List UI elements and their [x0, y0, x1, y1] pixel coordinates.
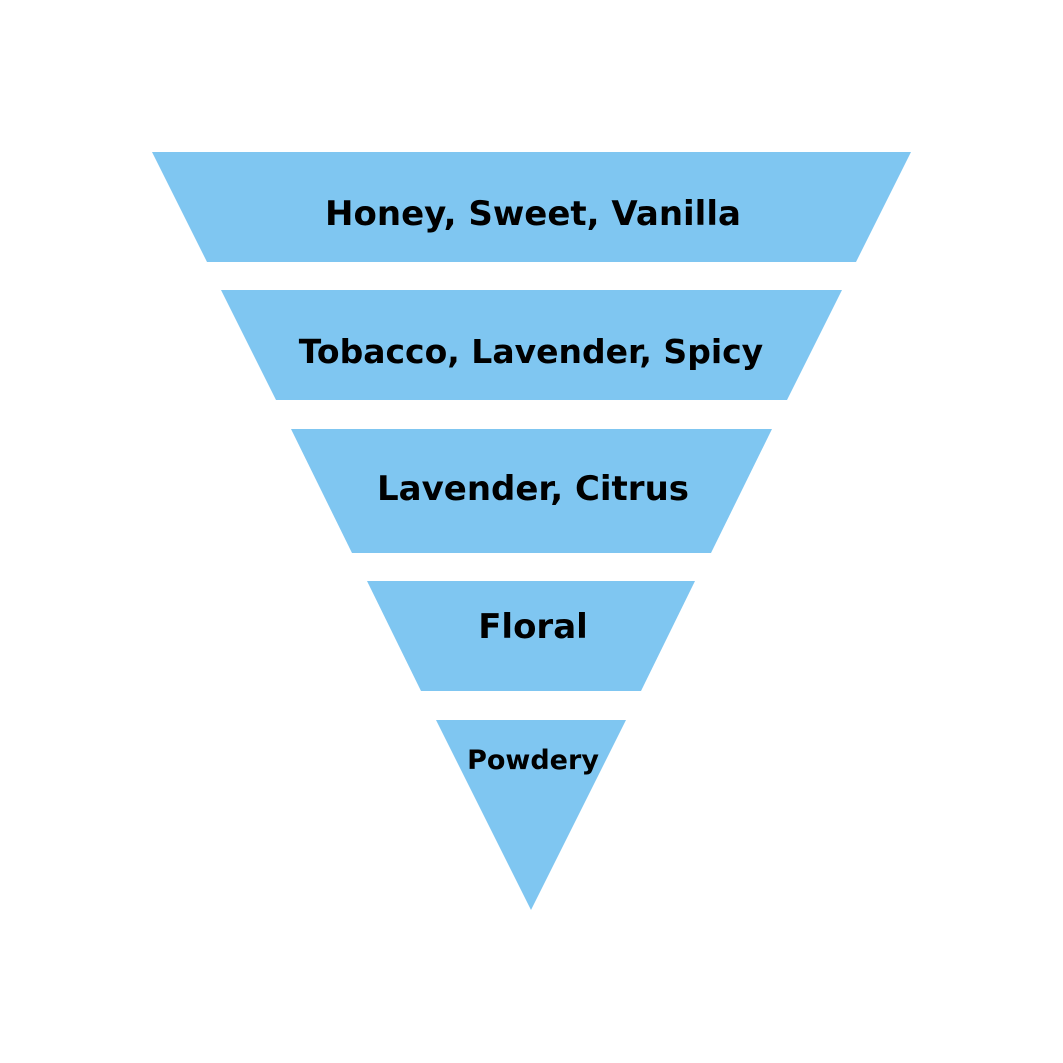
- funnel-layer-2: Tobacco, Lavender, Spicy: [221, 290, 842, 400]
- funnel-layer-5-shape: [436, 720, 626, 910]
- funnel-layer-2-label: Tobacco, Lavender, Spicy: [299, 332, 763, 371]
- funnel-layer-1-label: Honey, Sweet, Vanilla: [325, 194, 741, 234]
- funnel-layer-3-label: Lavender, Citrus: [377, 469, 689, 509]
- funnel-layer-5-label: Powdery: [467, 745, 599, 776]
- funnel-layer-5: Powdery: [436, 720, 626, 910]
- funnel-layer-4: Floral: [367, 581, 695, 691]
- funnel-layer-3-shape: [291, 429, 772, 553]
- funnel-layer-4-shape: [367, 581, 695, 691]
- funnel-layer-1-shape: [152, 152, 911, 262]
- funnel-layer-1: Honey, Sweet, Vanilla: [152, 152, 911, 262]
- funnel-layer-2-shape: [221, 290, 842, 400]
- funnel-layer-4-label: Floral: [478, 607, 588, 647]
- funnel-layer-3: Lavender, Citrus: [291, 429, 772, 553]
